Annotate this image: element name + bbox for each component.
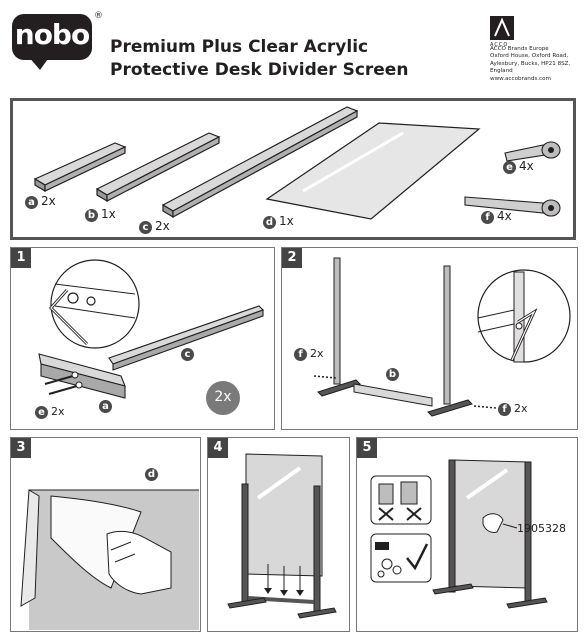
title-line-2: Protective Desk Divider Screen [110,60,409,80]
step-2-qty-f-left: 2x [310,347,324,360]
part-f-qty: 4x [497,209,512,223]
nobo-logo: nobo ® [12,11,103,70]
post-c-icon [161,106,359,219]
step-2-illustration [313,257,571,417]
part-a-qty: 2x [41,194,56,208]
part-a-letter: a [25,196,38,209]
part-d-qty: 1x [279,214,294,228]
acco-logo-text: ACCO [490,42,509,48]
step-3-peel-film-illustration [20,489,199,630]
step-1-label-a: a [99,400,112,413]
registered-mark: ® [94,11,103,21]
long-bolt-f-icon [464,196,561,217]
title-line-1: Premium Plus Clear Acrylic [110,37,369,57]
step-5-product-code: 1905328 [517,522,566,535]
foot-rail-a-icon [33,142,127,193]
step-5-panel: 5 1905328 [356,437,578,632]
step-1-label-c: c [181,348,194,361]
step-4-number: 4 [208,438,228,458]
part-d-letter: d [263,216,276,229]
step-4-insert-panel-illustration [227,453,337,619]
part-f-letter: f [481,211,494,224]
step-1-panel: 1 c a e 2x 2x [10,247,275,430]
step-1-illustration [38,259,265,415]
step-2-qty-f-right: 2x [514,402,528,415]
acco-logo-icon [490,16,514,40]
part-e-letter: e [503,161,516,174]
step-5-cleaning-illustration [370,459,548,609]
step-1-number: 1 [11,248,31,268]
step-2-panel: 2 b f 2x f 2x [281,247,578,430]
part-c-letter: c [139,221,152,234]
step-1-quantity-badge: 2x [214,389,232,405]
step-1-label-e: e [35,406,48,419]
step-5-number: 5 [357,438,377,458]
step-3-number: 3 [11,438,31,458]
step-2-label-b: b [386,368,399,381]
acrylic-panel-d-icon [265,122,481,220]
part-b-qty: 1x [101,207,116,221]
part-b-letter: b [85,209,98,222]
short-bolt-e-icon [504,141,561,162]
bar-b-icon [95,132,221,203]
company-address: ACCO Brands Europe Oxford House, Oxford … [490,46,571,82]
step-2-label-f-right: f [498,403,511,416]
logo-text: nobo [14,18,90,51]
part-c-qty: 2x [155,219,170,233]
step-2-number: 2 [282,248,302,268]
step-1-qty-e: 2x [51,405,65,418]
document-title: Premium Plus Clear Acrylic Protective De… [110,36,408,82]
parts-list-panel: a 2x b 1x c 2x d 1x e 4x f 4x [10,98,576,240]
part-e-qty: 4x [519,159,534,173]
step-4-panel: 4 [207,437,350,632]
step-3-panel: 3 d [10,437,201,632]
step-3-label-d: d [145,468,158,481]
step-2-label-f-left: f [294,348,307,361]
